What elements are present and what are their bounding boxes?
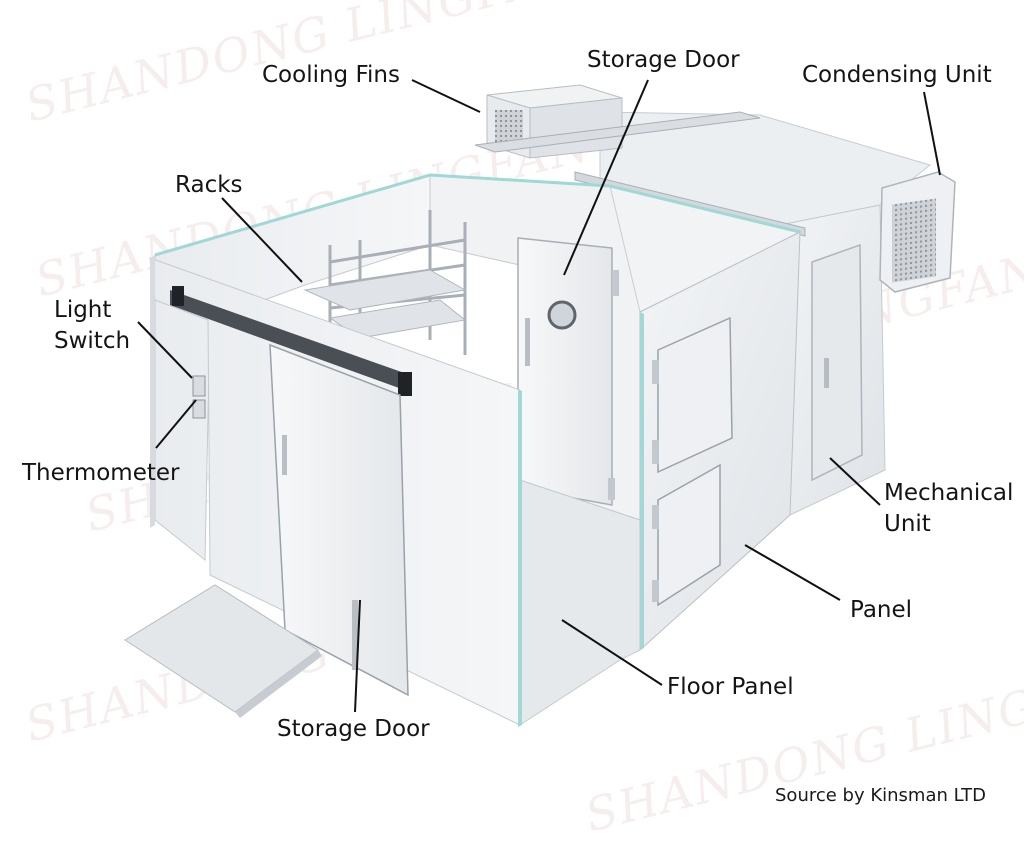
label-condensing-unit: Condensing Unit xyxy=(802,62,992,88)
small-door-upper xyxy=(657,316,733,474)
label-panel: Panel xyxy=(850,597,913,623)
leader-storage-door-top xyxy=(563,79,649,276)
label-thermometer: Thermometer xyxy=(22,460,180,486)
leader-floor-panel xyxy=(561,619,663,686)
thermometer xyxy=(192,399,206,419)
leader-racks xyxy=(221,197,303,283)
front-left-edge xyxy=(150,255,155,528)
top-seal xyxy=(154,173,801,257)
storage-door-upper xyxy=(517,237,613,506)
ramp-edge xyxy=(235,650,322,718)
label-mechanical-unit-line2: Unit xyxy=(884,511,931,537)
label-light-switch-line2: Switch xyxy=(54,328,131,354)
rack-shelf xyxy=(303,269,467,311)
label-cooling-fins: Cooling Fins xyxy=(262,62,400,88)
small-door-hinge xyxy=(652,440,659,464)
door-handle xyxy=(525,318,530,366)
leader-condensing-unit xyxy=(923,91,941,176)
mechanical-unit-handle xyxy=(824,358,829,388)
small-door-hinge xyxy=(652,580,659,602)
leader-mechanical-unit xyxy=(829,457,881,506)
source-credit: Source by Kinsman LTD xyxy=(775,785,987,806)
label-light-switch: Light Switch xyxy=(54,295,130,357)
condensing-unit-grill xyxy=(892,198,936,283)
door-hinge xyxy=(608,478,615,500)
light-switch xyxy=(192,375,206,397)
front-right-seal xyxy=(640,312,644,650)
leader-cooling-fins xyxy=(411,79,481,113)
label-floor-panel: Floor Panel xyxy=(667,674,794,700)
leader-panel xyxy=(744,544,841,601)
small-door-lower xyxy=(657,463,721,607)
label-mechanical-unit-line1: Mechanical xyxy=(884,480,1014,506)
storage-door-sliding xyxy=(269,343,409,697)
door-hinge xyxy=(612,270,619,296)
label-racks: Racks xyxy=(175,172,243,198)
small-door-hinge xyxy=(652,360,659,384)
sliding-door-handle-top xyxy=(282,435,287,475)
leader-lines xyxy=(137,79,941,713)
label-mechanical-unit: Mechanical Unit xyxy=(884,478,1013,540)
label-light-switch-line1: Light xyxy=(54,297,112,323)
leader-storage-door-bottom xyxy=(354,599,361,713)
cooling-fins-grill xyxy=(495,110,523,142)
label-storage-door-bottom: Storage Door xyxy=(277,716,430,742)
floor-panel xyxy=(519,479,641,726)
sliding-door-handle xyxy=(352,600,358,670)
front-right-edge-seal xyxy=(518,390,522,727)
door-rail-start xyxy=(172,286,184,306)
mechanical-unit-door xyxy=(811,243,863,482)
door-rail xyxy=(170,290,410,392)
leader-thermometer xyxy=(155,399,197,449)
roof-rail xyxy=(474,111,761,153)
leader-light-switch xyxy=(137,321,193,379)
small-door-hinge xyxy=(652,505,659,529)
label-storage-door-top: Storage Door xyxy=(587,47,740,73)
door-window xyxy=(547,300,577,330)
door-rail-end xyxy=(398,372,412,396)
